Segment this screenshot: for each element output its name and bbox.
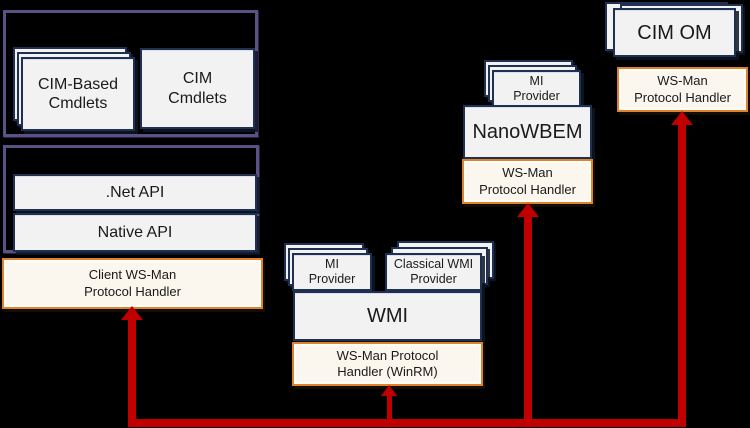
arrow-line-cimom-handler	[678, 123, 686, 427]
native-api-box: Native API	[13, 213, 257, 252]
dotnet-api-box: .Net API	[13, 174, 257, 211]
arrow-line-client-handler	[128, 318, 136, 427]
wmi-box: WMI	[293, 291, 482, 341]
cimom-wsman-handler-box: WS-Man Protocol Handler	[617, 67, 748, 112]
cim-cmdlets-box: CIM Cmdlets	[140, 48, 255, 129]
powershell-container-header	[6, 13, 255, 47]
cim-based-cmdlets-box: CIM-Based Cmdlets	[21, 57, 135, 131]
nanowbem-wsman-handler-box: WS-Man Protocol Handler	[462, 159, 593, 204]
wsman-winrm-handler-box: WS-Man Protocol Handler (WinRM)	[292, 342, 483, 386]
nanowbem-box: NanoWBEM	[463, 105, 592, 159]
arrowhead-cimom-handler	[671, 111, 693, 125]
client-wsman-protocol-handler-box: Client WS-Man Protocol Handler	[2, 258, 263, 309]
wmi-mi-provider-box: MI Provider	[292, 253, 372, 291]
arrowhead-client-handler	[121, 306, 143, 320]
classical-wmi-provider-box: Classical WMI Provider	[385, 253, 482, 291]
arrowhead-winrm-handler	[381, 385, 397, 396]
red-bus-line	[128, 419, 686, 427]
cim-om-box: CIM OM	[613, 8, 736, 57]
arrow-line-nanowbem-handler	[524, 215, 532, 427]
api-container-header	[6, 148, 256, 172]
arrowhead-nanowbem-handler	[517, 203, 539, 217]
arrow-line-winrm-handler	[387, 394, 392, 427]
nano-mi-provider-box: MI Provider	[492, 70, 581, 107]
